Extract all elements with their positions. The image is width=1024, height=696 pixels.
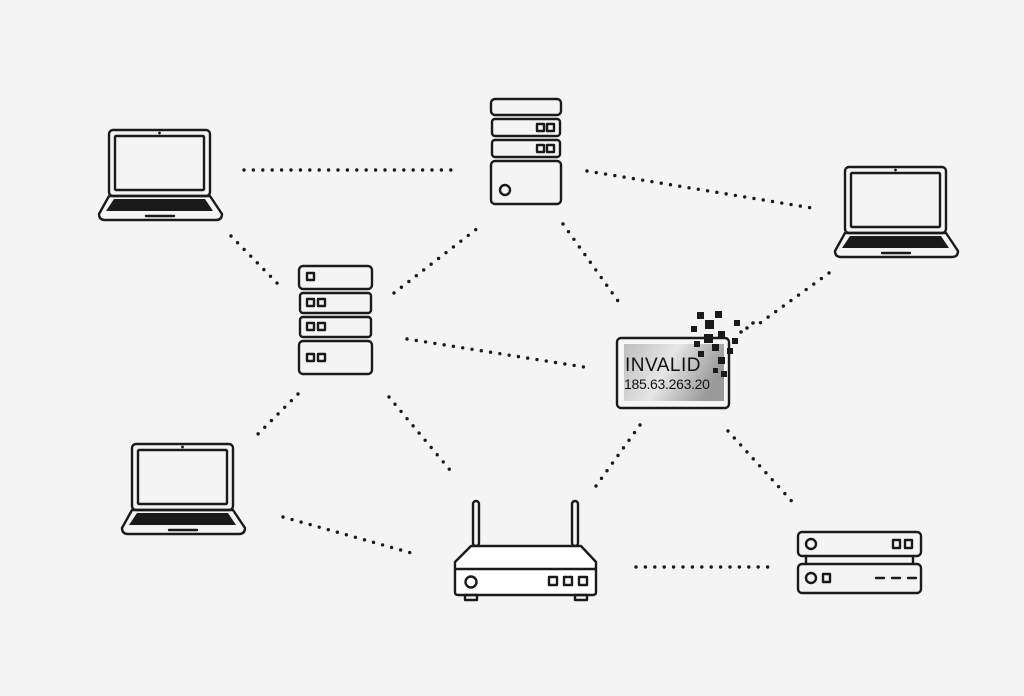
server-rack-icon <box>489 97 563 206</box>
link-laptop-top-left-server-middle <box>229 234 280 286</box>
badge-ip-address: 185.63.263.20 <box>624 376 710 392</box>
badge-panel <box>624 344 724 401</box>
link-laptop-top-right-invalid-badge <box>758 271 831 325</box>
server-top[interactable] <box>489 97 563 206</box>
badge-status: INVALID <box>625 355 701 376</box>
laptop-top-left[interactable] <box>97 128 224 222</box>
server-rack-icon <box>297 264 374 376</box>
link-laptop-bottom-left-router <box>281 515 417 556</box>
switch[interactable] <box>796 530 923 595</box>
laptop-icon <box>120 442 247 536</box>
laptop-icon <box>833 165 960 259</box>
link-server-top-laptop-top-right <box>585 169 814 210</box>
switch-icon <box>796 530 923 595</box>
laptop-icon <box>97 128 224 222</box>
link-invalid-badge-router <box>594 423 642 488</box>
laptop-bottom-left[interactable] <box>120 442 247 536</box>
router-icon <box>453 499 598 602</box>
server-middle[interactable] <box>297 264 374 376</box>
link-server-top-invalid-badge <box>561 222 625 310</box>
link-invalid-badge-switch <box>726 429 799 509</box>
link-server-middle-router <box>387 395 457 478</box>
laptop-top-right[interactable] <box>833 165 960 259</box>
invalid-ip-badge[interactable]: INVALID 185.63.263.20 <box>615 311 755 410</box>
link-server-middle-laptop-bottom-left <box>256 392 300 436</box>
connections <box>229 168 831 569</box>
pixel-fragments-icon <box>691 311 755 377</box>
router[interactable] <box>453 499 598 602</box>
link-server-middle-server-top <box>392 222 485 295</box>
link-server-middle-invalid-badge <box>405 337 586 369</box>
